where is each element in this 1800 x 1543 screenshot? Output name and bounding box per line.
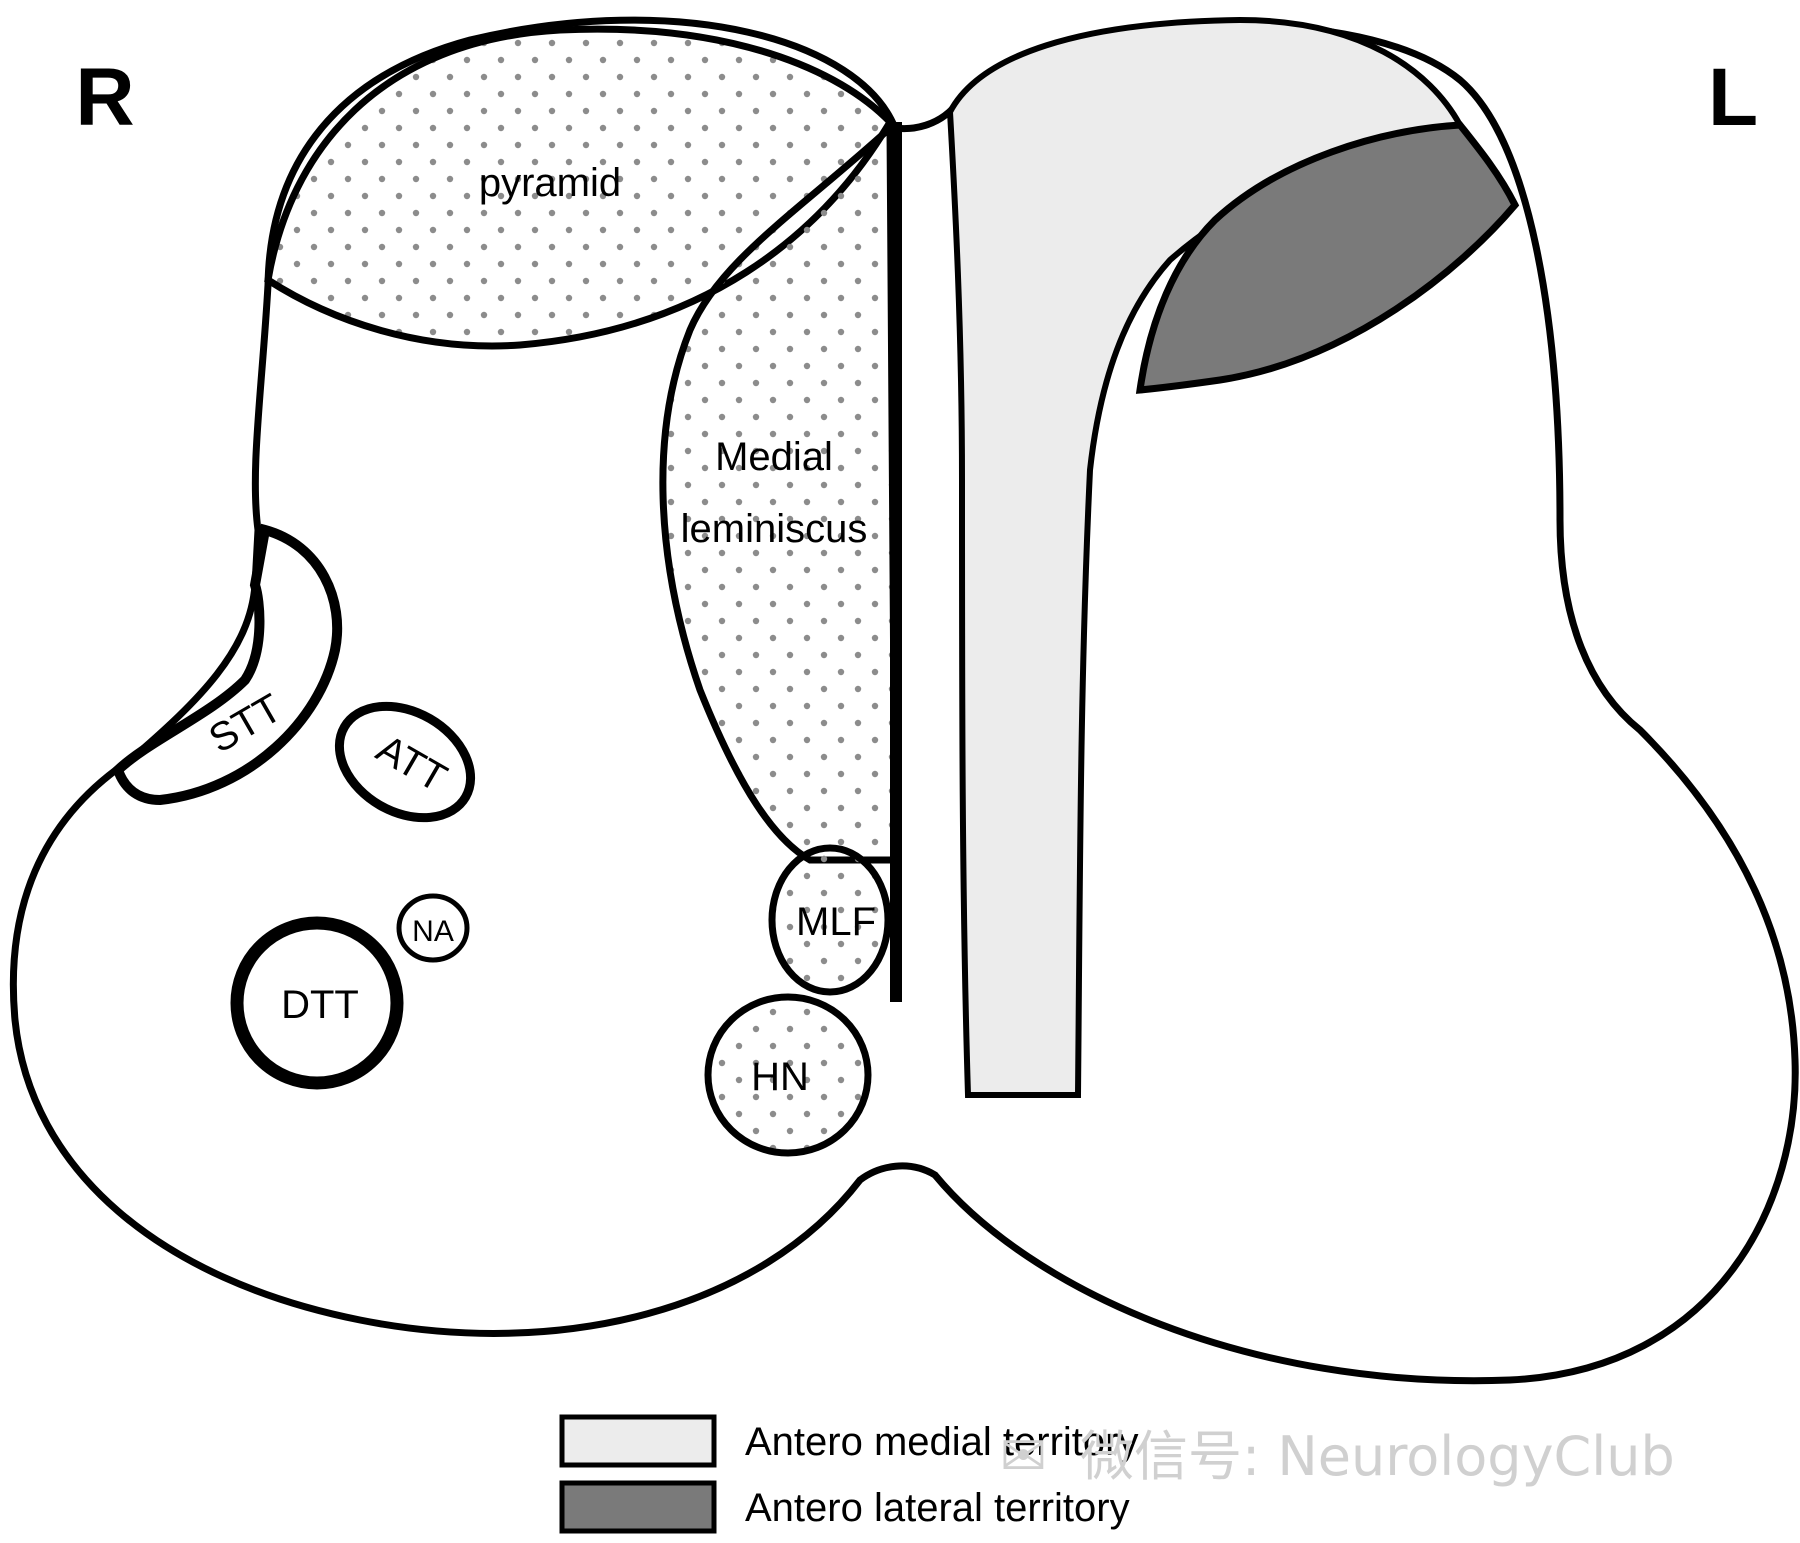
legend-swatch-antero-medial [559,1414,717,1468]
medial-lemniscus-label-2: leminiscus [681,507,868,551]
mlf-region [768,844,892,996]
hn-label: HN [751,1055,809,1099]
antero-lateral-territory [1135,121,1520,394]
midline-bar [890,122,902,1002]
legend-swatch-antero-lateral [559,1480,717,1534]
na-label: NA [412,915,454,948]
wechat-icon: ✉ [1000,1424,1047,1489]
antero-medial-territory [946,16,1465,1098]
watermark: ✉ 微信号: NeurologyClub [1000,1424,1675,1489]
na-region [396,893,470,963]
medial-lemniscus-region [659,120,899,864]
medial-lemniscus-label-1: Medial [715,435,833,479]
mlf-label: MLF [796,900,876,944]
legend-label-antero-lateral: Antero lateral territory [745,1486,1130,1530]
left-side-label: L [1708,52,1758,143]
hn-region [704,993,872,1157]
dtt-region [230,916,404,1090]
medulla-outline [9,16,1799,1385]
watermark-text: 微信号: NeurologyClub [1080,1425,1675,1488]
right-side-label: R [75,52,134,143]
att-region [334,701,476,823]
pyramid-label: pyramid [479,161,621,205]
dtt-label: DTT [281,983,359,1027]
legend-label-antero-medial: Antero medial territory [745,1420,1138,1464]
legend: Antero medial territory Antero lateral t… [559,1414,1138,1534]
stt-region [112,523,343,806]
